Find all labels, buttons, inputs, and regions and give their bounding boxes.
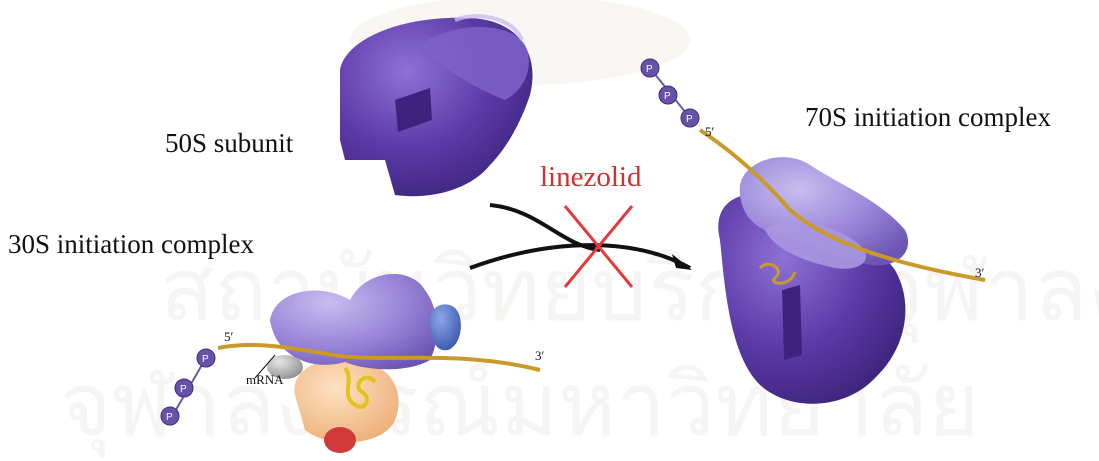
- label-3prime-left: 3′: [535, 348, 545, 363]
- label-linezolid: linezolid: [540, 161, 642, 193]
- phosphate-label: P: [646, 64, 653, 75]
- phosphate-label: P: [686, 114, 693, 125]
- phosphate-label: P: [180, 384, 187, 395]
- phosphate-label: P: [166, 412, 173, 423]
- label-70s-complex: 70S initiation complex: [805, 102, 1051, 132]
- label-5prime-right: 5′: [705, 124, 715, 139]
- label-30s-complex: 30S initiation complex: [8, 229, 254, 259]
- label-50s-subunit: 50S subunit: [165, 128, 294, 158]
- red-factor: [324, 427, 356, 453]
- phosphate-label: P: [202, 354, 209, 365]
- phosphate-label: P: [664, 91, 671, 102]
- label-5prime-left: 5′: [224, 329, 234, 344]
- subunit-50s: [340, 16, 533, 196]
- label-3prime-right: 3′: [975, 265, 985, 280]
- label-mrna: mRNA: [246, 372, 284, 387]
